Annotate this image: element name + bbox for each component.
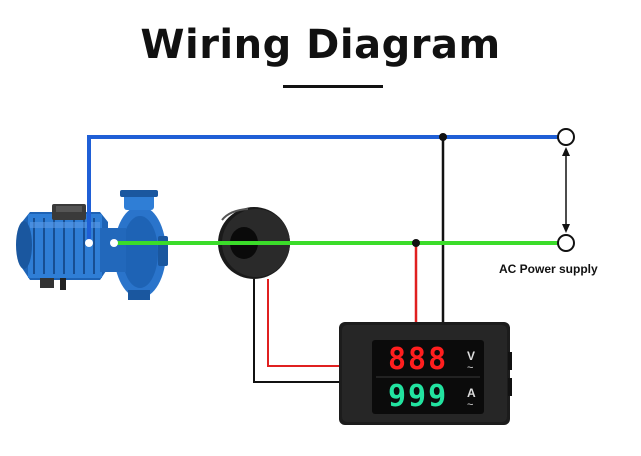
current-display: 999	[388, 379, 448, 414]
ac-terminal-bottom	[557, 234, 575, 252]
junction-green	[412, 239, 420, 247]
diagram-title: Wiring Diagram	[140, 22, 501, 68]
current-tilde: ~	[467, 399, 473, 411]
title-underline	[283, 85, 383, 88]
ac-power-supply-label: AC Power supply	[499, 262, 598, 276]
pump-terminal-blue	[85, 239, 93, 247]
voltage-unit: V	[467, 349, 475, 363]
supply-arrow	[562, 147, 570, 233]
ct-red-wire	[267, 279, 341, 367]
voltage-display: 888	[388, 342, 448, 377]
junction-blue	[439, 133, 447, 141]
voltage-tilde: ~	[467, 362, 473, 374]
ct-black-wire	[253, 279, 341, 383]
voltmeter-ammeter-module: 888 999 V ~ A ~	[339, 322, 512, 425]
ac-terminal-top	[557, 128, 575, 146]
current-unit: A	[467, 386, 476, 400]
pump-terminal-green	[110, 239, 118, 247]
